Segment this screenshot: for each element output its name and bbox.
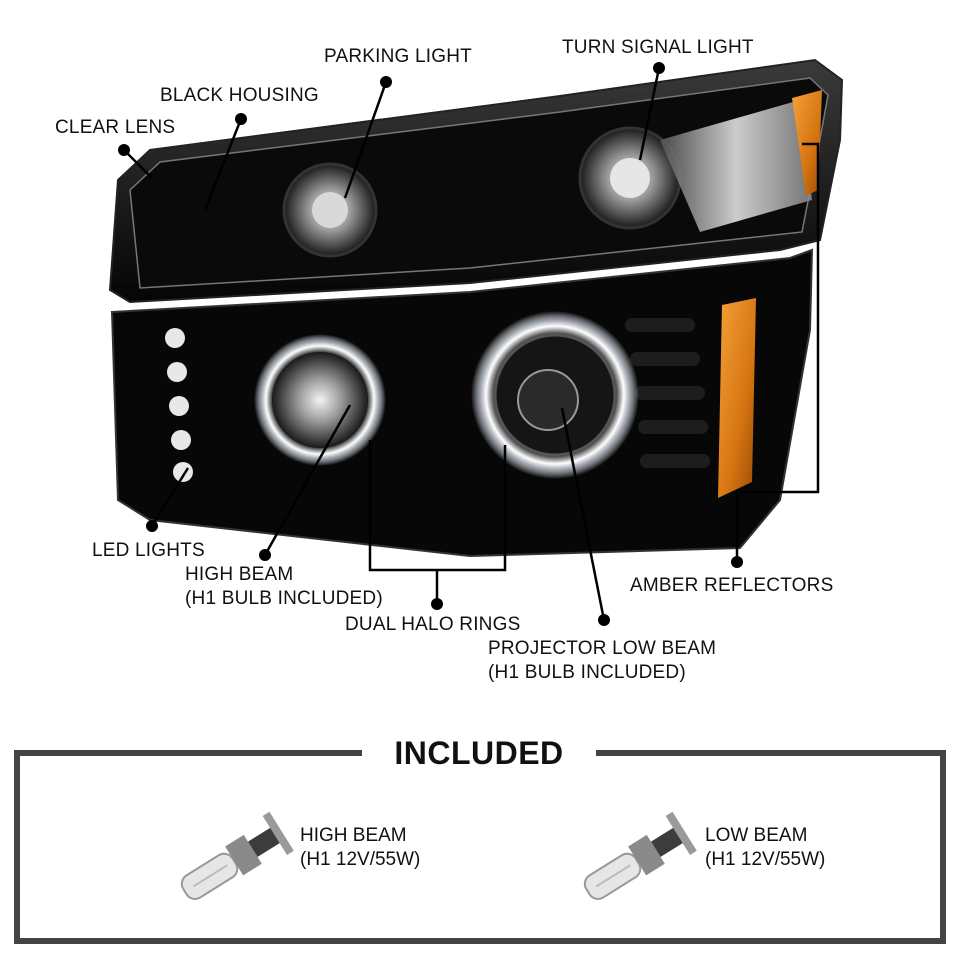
corner-clear-lens — [660, 100, 812, 232]
callout-turn-signal-light: TURN SIGNAL LIGHT — [562, 37, 754, 58]
callout-parking-light: PARKING LIGHT — [324, 46, 472, 67]
h1-bulb-image — [583, 811, 697, 900]
h1-bulb-image — [180, 811, 294, 900]
included-item-high-beam: HIGH BEAM (H1 12V/55W) — [300, 825, 421, 870]
led-strip — [165, 328, 193, 482]
callout-high-beam: HIGH BEAM (H1 BULB INCLUDED) — [185, 564, 383, 609]
callout-led-lights: LED LIGHTS — [92, 540, 205, 561]
included-title: INCLUDED — [362, 728, 596, 778]
headlight-illustration — [108, 58, 844, 626]
callout-dual-halo-rings: DUAL HALO RINGS — [345, 614, 521, 635]
callout-clear-lens: CLEAR LENS — [55, 117, 176, 138]
callout-amber-reflectors: AMBER REFLECTORS — [630, 575, 834, 596]
cooling-fins — [625, 318, 710, 468]
callout-black-housing: BLACK HOUSING — [160, 85, 319, 106]
side-amber-reflector — [718, 298, 756, 498]
callout-dots — [118, 62, 743, 626]
callout-projector-low-beam: PROJECTOR LOW BEAM (H1 BULB INCLUDED) — [488, 638, 717, 683]
leader-lines — [123, 67, 820, 621]
included-item-low-beam: LOW BEAM (H1 12V/55W) — [705, 825, 826, 870]
